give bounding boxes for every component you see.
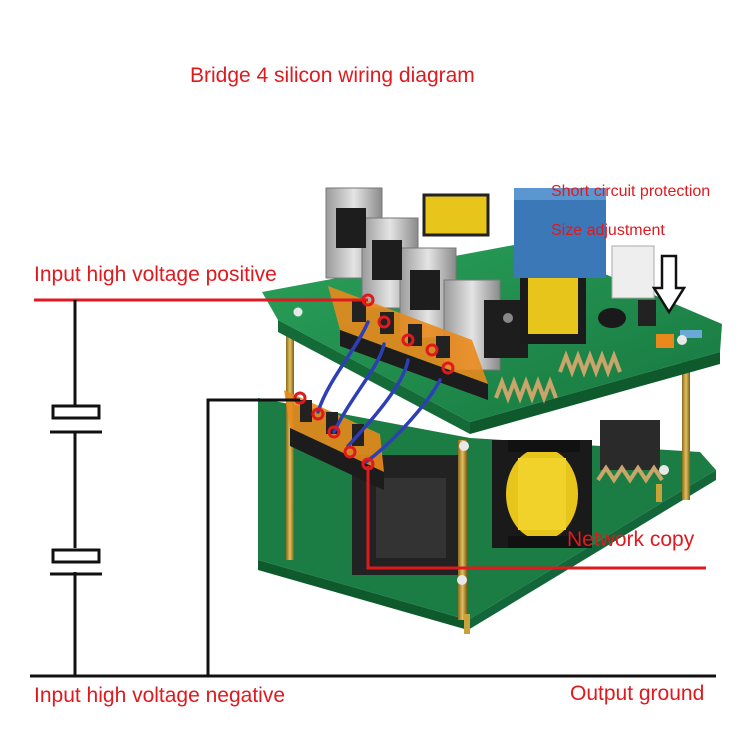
jumper-wires (316, 320, 442, 464)
diagram-title: Bridge 4 silicon wiring diagram (190, 64, 475, 87)
connection-markers (293, 293, 455, 471)
capacitor (598, 308, 626, 328)
lower-spring (596, 464, 664, 484)
upper-spring (494, 350, 622, 404)
capacitor-symbol (50, 548, 102, 576)
short-circuit-label: Short circuit protection (551, 183, 711, 200)
network-output-wire (366, 466, 706, 570)
potentiometer (656, 334, 674, 348)
small-transformer (422, 193, 490, 237)
blue-capacitor (514, 188, 606, 278)
down-arrow-icon (651, 254, 687, 315)
input-negative-label: Input high voltage negative (34, 684, 286, 707)
capacitor-symbol (50, 404, 102, 434)
inverter-board-image (258, 187, 722, 634)
network-copy-label: Network copy (567, 528, 695, 551)
negative-feed-wire (206, 398, 300, 676)
size-adjustment-label: Size adjustment (551, 222, 665, 239)
input-positive-label: Input high voltage positive (34, 263, 277, 286)
output-ground-label: Output ground (570, 682, 705, 705)
yellow-transformer (492, 440, 592, 548)
white-connector (611, 245, 655, 299)
